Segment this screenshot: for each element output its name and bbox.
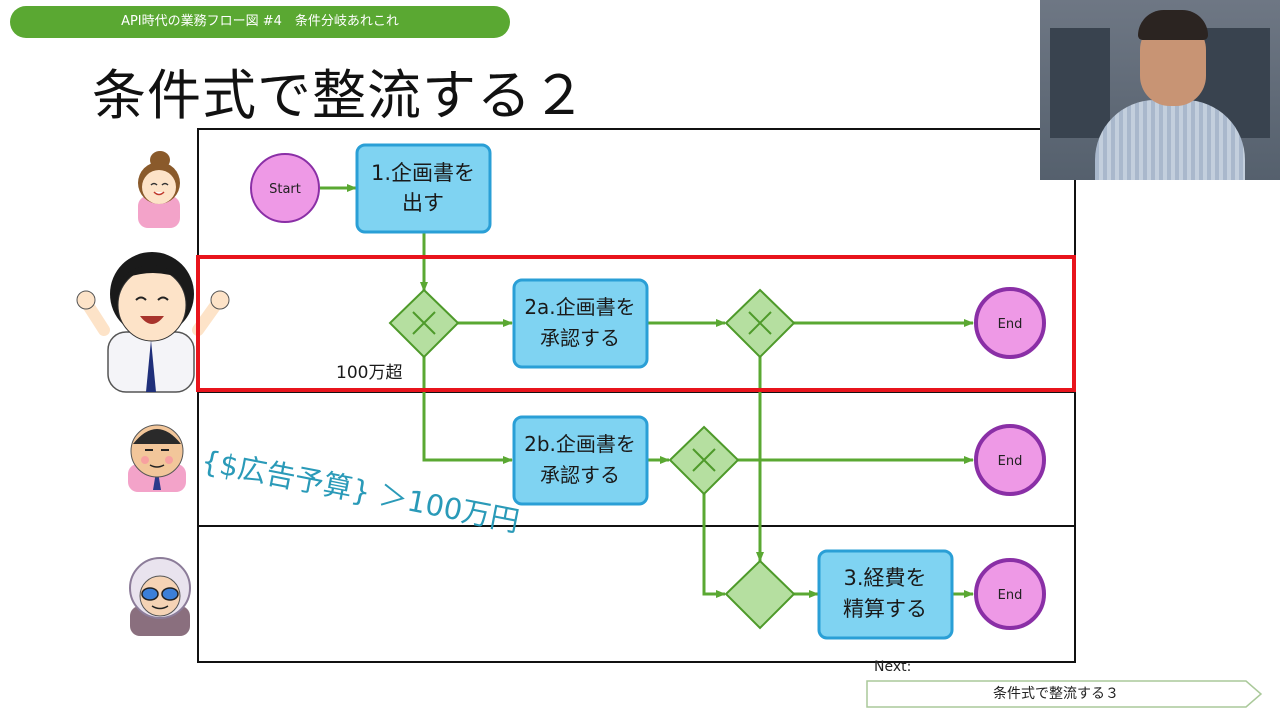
- task-3-settle-expenses: 3.経費を 精算する: [817, 549, 954, 640]
- next-slide-title[interactable]: 条件式で整流する３: [993, 686, 1119, 702]
- exclusive-gateway-2a: [724, 288, 796, 359]
- task-3-line-2: 精算する: [843, 597, 927, 621]
- presenter-webcam: [1040, 0, 1280, 180]
- start-label: Start: [269, 182, 301, 197]
- condition-expression: {$広告予算} ＞100万円: [199, 443, 522, 538]
- task-2a-line-2: 承認する: [540, 326, 620, 350]
- merge-gateway: [724, 559, 796, 630]
- end-label-3: End: [998, 588, 1023, 603]
- highlight-frame: [196, 255, 1076, 392]
- woman-avatar-icon: [138, 151, 180, 228]
- branch-condition-label: 100万超: [336, 363, 402, 383]
- next-label: Next:: [874, 659, 912, 675]
- task-1-line-2: 出す: [402, 191, 444, 215]
- end-event-1: End: [974, 287, 1046, 359]
- bald-man-avatar-icon: [128, 424, 186, 492]
- exclusive-gateway-2b: [668, 425, 740, 496]
- task-3-line-1: 3.経費を: [843, 566, 926, 590]
- task-2b-line-1: 2b.企画書を: [524, 432, 636, 456]
- end-event-2: End: [974, 424, 1046, 496]
- next-slide-chevron: [866, 680, 1263, 708]
- end-label-1: End: [998, 317, 1023, 332]
- task-2b-approve-plan: 2b.企画書を 承認する: [512, 415, 649, 506]
- end-label-2: End: [998, 454, 1023, 469]
- task-2b-line-2: 承認する: [540, 463, 620, 487]
- slide-title: 条件式で整流する２: [92, 64, 587, 127]
- task-2a-approve-plan: 2a.企画書を 承認する: [512, 278, 649, 369]
- exclusive-gateway-1: [388, 288, 460, 359]
- series-title-banner: API時代の業務フロー図 #4 条件分岐あれこれ: [10, 6, 510, 38]
- end-event-3: End: [974, 558, 1046, 630]
- start-event: Start: [250, 153, 320, 223]
- task-1-line-1: 1.企画書を: [371, 161, 475, 185]
- task-1-submit-plan: 1.企画書を 出す: [355, 143, 492, 234]
- cheering-man-avatar-icon: [76, 252, 230, 393]
- task-2a-line-1: 2a.企画書を: [524, 295, 635, 319]
- elderly-woman-avatar-icon: [129, 557, 191, 636]
